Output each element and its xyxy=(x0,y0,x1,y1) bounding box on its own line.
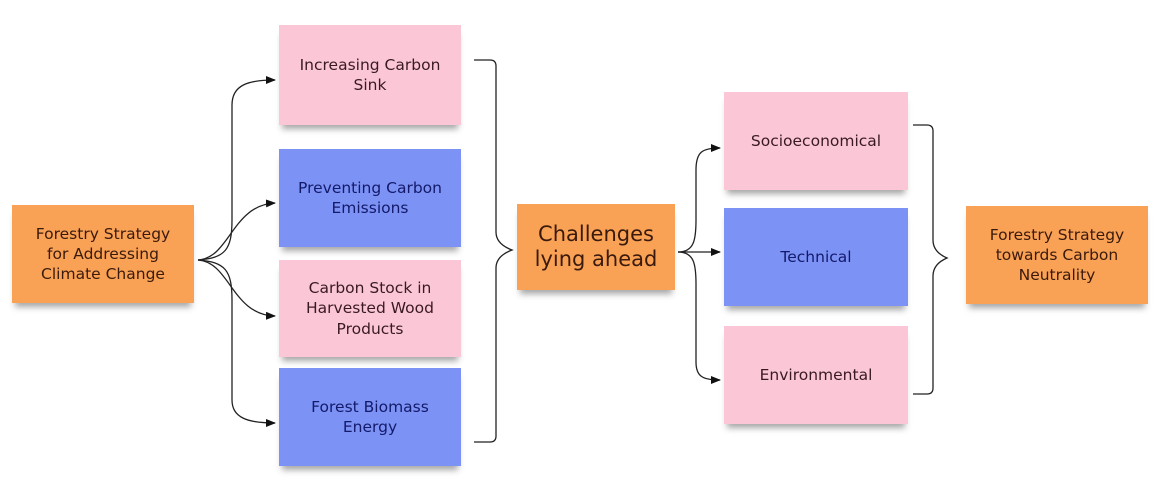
strategy-label: Increasing Carbon Sink xyxy=(299,55,441,94)
arrow-to-forest-biomass-energy xyxy=(197,259,276,427)
hub-node: Challenges lying ahead xyxy=(517,204,675,290)
challenge-label: Technical xyxy=(780,247,852,266)
strategy-label: Forest Biomass Energy xyxy=(311,397,429,436)
strategy-carbon-stock-harvested-wood: Carbon Stock in Harvested Wood Products xyxy=(279,260,461,357)
strategy-increasing-carbon-sink: Increasing Carbon Sink xyxy=(279,25,461,125)
strategy-preventing-carbon-emissions: Preventing Carbon Emissions xyxy=(279,149,461,247)
source-node-label: Forestry Strategy for Addressing Climate… xyxy=(35,224,171,284)
brace-challenges xyxy=(913,124,949,395)
challenge-label: Environmental xyxy=(759,365,873,384)
arrow-to-environmental xyxy=(677,251,721,384)
target-node-label: Forestry Strategy towards Carbon Neutral… xyxy=(989,225,1125,285)
challenge-environmental: Environmental xyxy=(724,326,908,424)
challenge-socioeconomical: Socioeconomical xyxy=(724,92,908,190)
strategy-label: Preventing Carbon Emissions xyxy=(298,178,442,217)
source-node: Forestry Strategy for Addressing Climate… xyxy=(12,205,194,303)
hub-node-label: Challenges lying ahead xyxy=(534,221,658,271)
challenge-label: Socioeconomical xyxy=(750,131,882,150)
strategy-label: Carbon Stock in Harvested Wood Products xyxy=(306,279,434,338)
arrow-to-increasing-carbon-sink xyxy=(197,76,276,261)
strategy-forest-biomass-energy: Forest Biomass Energy xyxy=(279,368,461,466)
brace-strategies xyxy=(474,59,514,443)
challenge-technical: Technical xyxy=(724,208,908,306)
arrow-to-socioeconomical xyxy=(677,144,721,253)
arrow-to-carbon-stock xyxy=(197,259,276,320)
target-node: Forestry Strategy towards Carbon Neutral… xyxy=(966,206,1148,304)
arrow-to-preventing-carbon-emissions xyxy=(197,199,276,261)
